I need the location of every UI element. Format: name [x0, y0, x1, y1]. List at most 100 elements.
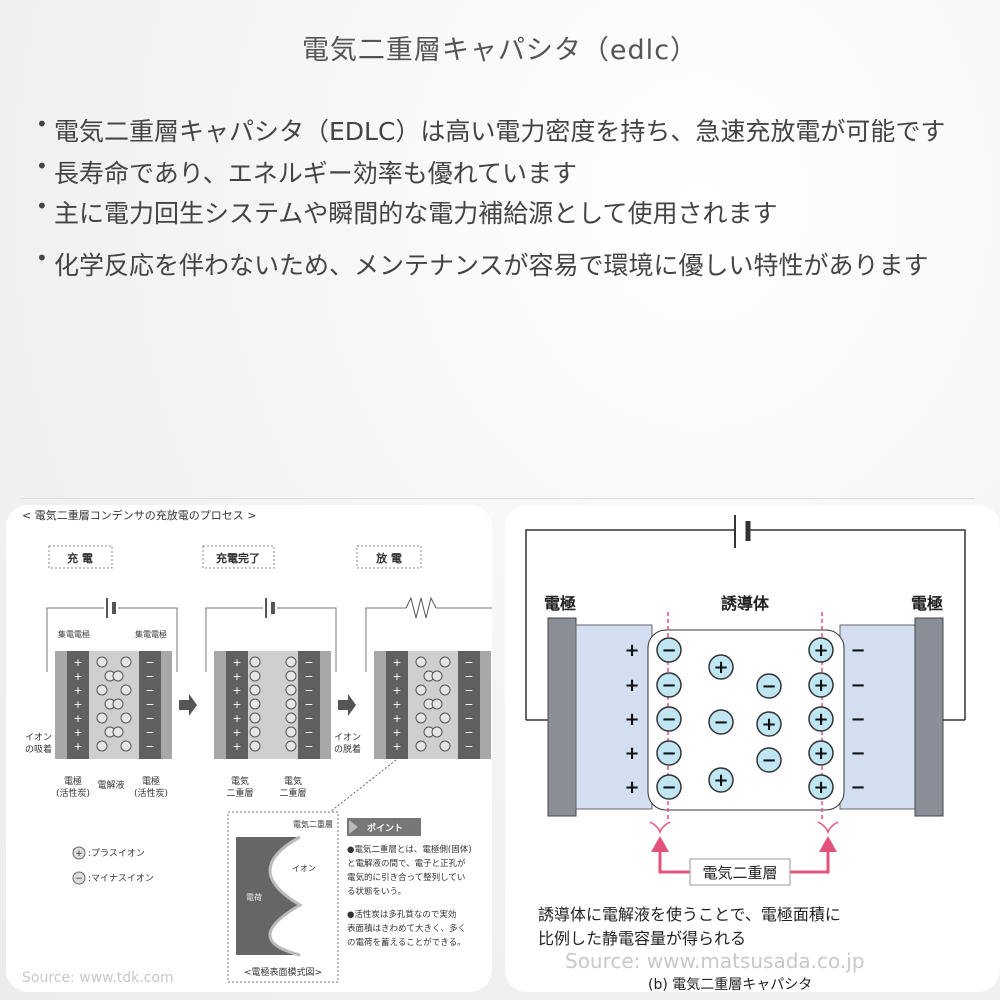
point-line: ●電気二重層とは、電極側(固体) [347, 844, 472, 855]
svg-text:+: + [232, 740, 241, 753]
stage-discharge: 放 電 [375, 551, 402, 565]
svg-text:+: + [73, 740, 82, 753]
negative-ion: − [708, 709, 734, 735]
svg-text:+: + [232, 670, 241, 683]
point-title: ポイント [367, 822, 403, 834]
slide-title: 電気二重層キャパシタ（edlc） [301, 35, 699, 66]
svg-text:−: − [304, 670, 313, 683]
negative-ion: − [656, 672, 682, 698]
svg-text:−: − [464, 670, 473, 683]
svg-text:+: + [232, 712, 241, 725]
positive-charge: + [624, 675, 639, 696]
double-layer-box [689, 858, 791, 886]
svg-text:+: + [392, 656, 401, 669]
svg-text:+: + [713, 770, 728, 791]
svg-text:+: + [392, 698, 401, 711]
collector-label: 集電電極 [135, 629, 167, 639]
resistor-icon [405, 596, 437, 619]
positive-ion: + [708, 654, 734, 680]
legend-plus: :プラスイオン [88, 848, 145, 859]
positive-ion: + [756, 711, 782, 737]
plus-ion-icon [72, 846, 86, 860]
left-figure-card: < 電気二重層コンデンサの充放電のプロセス > 充 電 充電完了 放 電 +−+… [6, 505, 492, 992]
edlc-diagram: −++−−++−−++−−++−−++−+−−+−+ 電極 誘導体 電極 電気二… [525, 515, 966, 992]
double-layer-label: 電気 [284, 775, 302, 787]
legend: + :プラスイオン − :マイナスイオン [72, 846, 154, 885]
point-line: ●活性炭は多孔質なので実効 [347, 909, 456, 920]
negative-charge: − [850, 709, 865, 730]
cells: +−+−+−+−+−+−+−+−+−+−+−+−+−+−+−+−+−+−+−+−… [46, 596, 492, 759]
svg-text:+: + [232, 684, 241, 697]
right-figure-card: −++−−++−−++−−++−−++−+−−+−+ 電極 誘導体 電極 電気二… [505, 505, 1000, 992]
inset-charge-label: 電荷 [246, 892, 262, 902]
svg-text:+: + [392, 670, 401, 683]
svg-text:+: + [73, 712, 82, 725]
bullet-dot: • [36, 246, 48, 270]
positive-charge: + [624, 743, 639, 764]
negative-charge: − [850, 743, 865, 764]
minus-ion-icon [72, 871, 86, 885]
svg-text:+: + [713, 657, 728, 678]
positive-ion: + [808, 740, 834, 766]
point-text: ●電気二重層とは、電極側(固体) と電解液の間で、電子と正孔が 電気的に引き合っ… [347, 844, 472, 948]
ion-adsorption-label: イオン [25, 732, 52, 743]
bullet-item: •電気二重層キャパシタ（EDLC）は高い電力密度を持ち、急速充放電が可能です [36, 112, 945, 148]
double-layer-label: 二重層 [279, 787, 306, 799]
ion-desorption-label: の脱着 [334, 743, 361, 755]
inset-caption: <電極表面模式図> [244, 966, 322, 978]
bullet-dot: • [36, 154, 48, 178]
svg-text:−: − [304, 684, 313, 697]
svg-text:−: − [661, 743, 676, 764]
svg-text:−: − [761, 676, 776, 697]
bullet-text: 主に電力回生システムや瞬間的な電力補給源として使用されます [54, 199, 778, 228]
bullet-item: •化学反応を伴わないため、メンテナンスが容易で環境に優しい特性があります [36, 246, 929, 282]
svg-text:+: + [232, 726, 241, 739]
cell-diagram: +−+−+−+−+−+−+− [365, 596, 492, 759]
legend-minus: :マイナスイオン [88, 873, 154, 884]
ion-desorption-label: イオン [334, 732, 361, 743]
svg-text:+: + [392, 712, 401, 725]
svg-text:−: − [145, 712, 154, 725]
svg-text:−: − [145, 698, 154, 711]
point-line: の電荷を蓄えることができる。 [347, 937, 466, 948]
bullet-dot: • [36, 112, 48, 136]
negative-charge: − [850, 675, 865, 696]
charge-discharge-diagram: < 電気二重層コンデンサの充放電のプロセス > 充 電 充電完了 放 電 +−+… [22, 508, 492, 986]
electrode-label: (活性炭) [134, 787, 168, 799]
cell-diagram: +−+−+−+−+−+−+− [205, 598, 356, 759]
ion-adsorption-label: の吸着 [25, 743, 52, 755]
negative-charge: − [850, 777, 865, 798]
negative-ion: − [656, 637, 682, 663]
svg-text:−: − [464, 698, 473, 711]
svg-text:−: − [145, 656, 154, 669]
electrolyte-label: 電解液 [97, 779, 124, 791]
svg-text:+: + [813, 743, 828, 764]
collector-label: 集電電極 [58, 629, 90, 639]
point-line: と電解液の間で、電子と正孔が [347, 858, 466, 869]
positive-charge: + [624, 709, 639, 730]
svg-text:+: + [761, 714, 776, 735]
svg-text:+: + [813, 675, 828, 696]
electrode-right-label: 電極 [911, 594, 943, 613]
svg-text:+: + [232, 656, 241, 669]
point-line: 電気的に引き合って整列してい [347, 872, 465, 883]
left-electrode [547, 617, 577, 817]
cell-diagram: +−+−+−+−+−+−+− [46, 598, 197, 759]
svg-text:−: − [75, 874, 83, 884]
svg-text:+: + [813, 709, 828, 730]
stage-charged: 充電完了 [216, 551, 260, 565]
electrode-label: 電極 [142, 775, 160, 787]
bullet-item: •長寿命であり、エネルギー効率も優れています [36, 154, 577, 190]
caption-line: 比例した静電容量が得られる [538, 929, 746, 948]
electrode-left-label: 電極 [544, 594, 576, 613]
double-layer-label: 電気二重層 [702, 864, 777, 882]
circuit-wire [525, 515, 966, 721]
svg-text:−: − [661, 675, 676, 696]
positive-ion: + [808, 774, 834, 800]
negative-ion: − [756, 673, 782, 699]
source-credit: Source: www.matsusada.co.jp [565, 949, 865, 973]
svg-text:+: + [73, 726, 82, 739]
svg-text:−: − [304, 698, 313, 711]
svg-text:+: + [232, 698, 241, 711]
positive-ion: + [808, 672, 834, 698]
